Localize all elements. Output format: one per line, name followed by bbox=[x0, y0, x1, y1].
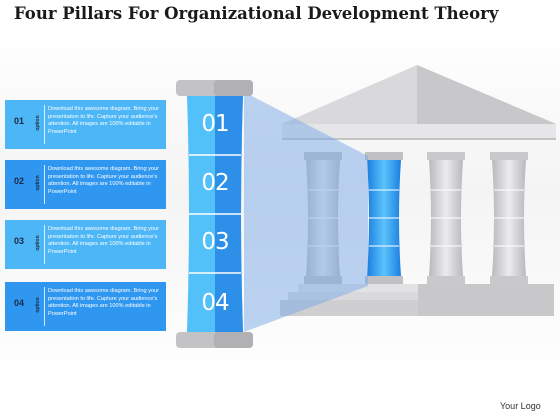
temple-entablature bbox=[282, 124, 556, 138]
option-box-1: 01 option Download this awesome diagram.… bbox=[5, 100, 166, 149]
option-number: 01 bbox=[13, 116, 24, 126]
option-description: Download this awesome diagram. Bring you… bbox=[48, 166, 159, 195]
pillar-segment-number: 03 bbox=[201, 229, 229, 255]
option-divider bbox=[44, 165, 45, 204]
option-box-3: 03 option Download this awesome diagram.… bbox=[5, 220, 166, 269]
option-divider bbox=[44, 105, 45, 144]
page-title: Four Pillars For Organizational Developm… bbox=[14, 4, 499, 23]
option-label: option bbox=[35, 175, 41, 191]
pillar-segment-number: 01 bbox=[201, 111, 229, 137]
projection-beam bbox=[244, 92, 368, 332]
option-label: option bbox=[35, 115, 41, 131]
option-label: option bbox=[35, 235, 41, 251]
option-description: Download this awesome diagram. Bring you… bbox=[48, 288, 159, 317]
option-number: 04 bbox=[13, 298, 24, 308]
option-box-4: 04 option Download this awesome diagram.… bbox=[5, 282, 166, 331]
option-number: 03 bbox=[13, 236, 24, 246]
logo-text: Your Logo bbox=[500, 401, 541, 411]
option-number: 02 bbox=[13, 176, 24, 186]
option-divider bbox=[44, 287, 45, 326]
option-box-2: 02 option Download this awesome diagram.… bbox=[5, 160, 166, 209]
segmented-pillar bbox=[176, 80, 253, 348]
option-label: option bbox=[35, 297, 41, 313]
option-description: Download this awesome diagram. Bring you… bbox=[48, 226, 159, 255]
pillar-segment-number: 04 bbox=[201, 290, 229, 316]
pillar-segment-number: 02 bbox=[201, 170, 229, 196]
option-divider bbox=[44, 225, 45, 264]
option-description: Download this awesome diagram. Bring you… bbox=[48, 106, 159, 135]
